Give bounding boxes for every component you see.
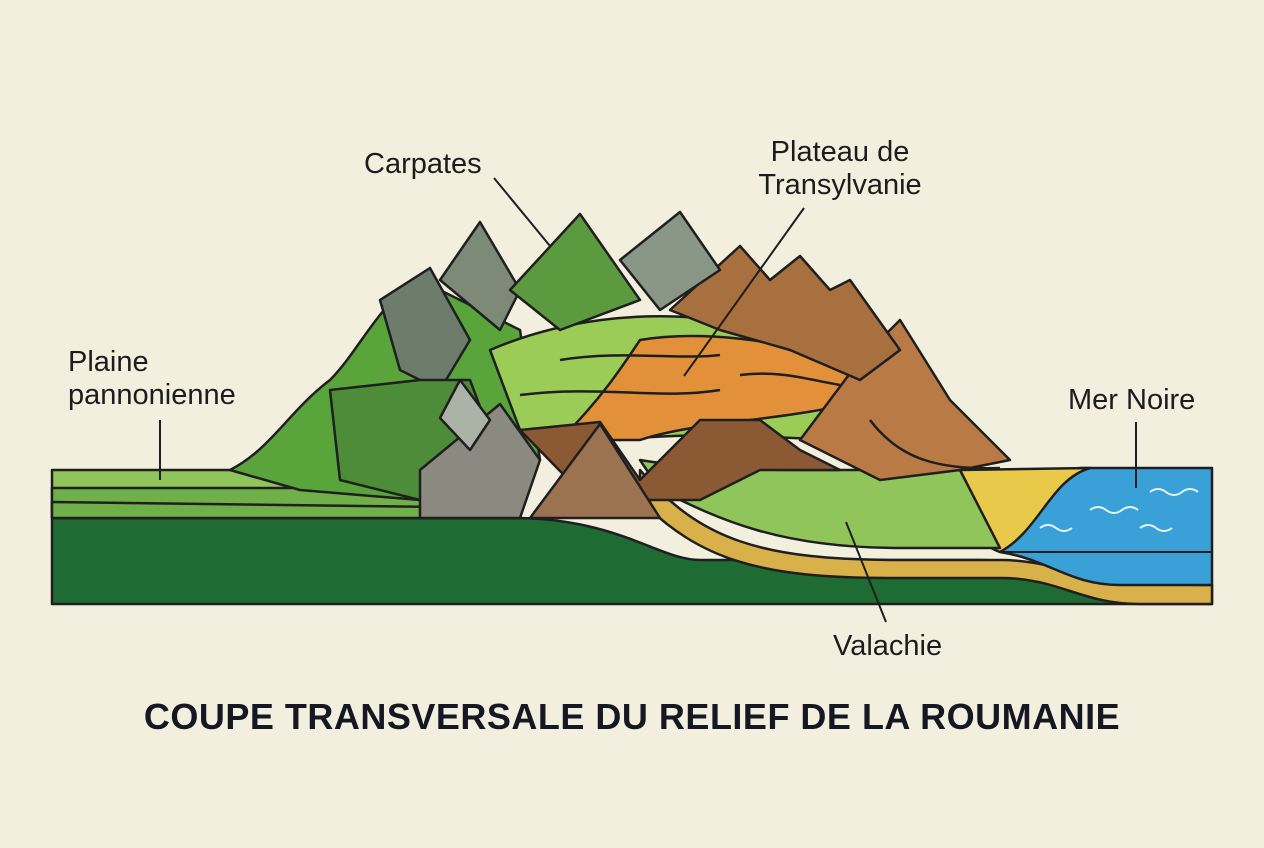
label-valachie: Valachie [833, 630, 943, 662]
plateau-orange [558, 334, 862, 442]
diagram-title: COUPE TRANSVERSALE DU RELIEF DE LA ROUMA… [143, 696, 1121, 737]
peak-2 [508, 212, 642, 332]
label-plateau-line2: Transylvanie [758, 169, 922, 201]
leader-plateau [683, 207, 805, 377]
wave-2 [1149, 488, 1199, 496]
label-carpates: Carpates [364, 148, 482, 180]
peak-3 [618, 210, 722, 312]
peak-4 [378, 266, 472, 392]
eastern-carpathians [668, 244, 902, 382]
label-mer-noire: Mer Noire [1068, 384, 1196, 416]
peak-8 [528, 422, 662, 520]
label-plateau: Plateau de Transylvanie [740, 136, 940, 202]
leader-carpates [493, 177, 551, 247]
label-plaine-line1: Plaine [68, 346, 149, 378]
leader-valachie [845, 521, 887, 623]
wave-4 [1039, 524, 1073, 532]
eastern-hills [798, 318, 1012, 482]
wave-3 [1139, 524, 1173, 532]
label-plaine-line2: pannonienne [68, 379, 236, 411]
label-plaine: Plaine pannonienne [68, 346, 236, 412]
peak-7 [438, 378, 492, 452]
wave-1 [1089, 506, 1139, 514]
label-plateau-line1: Plateau de [770, 136, 910, 168]
